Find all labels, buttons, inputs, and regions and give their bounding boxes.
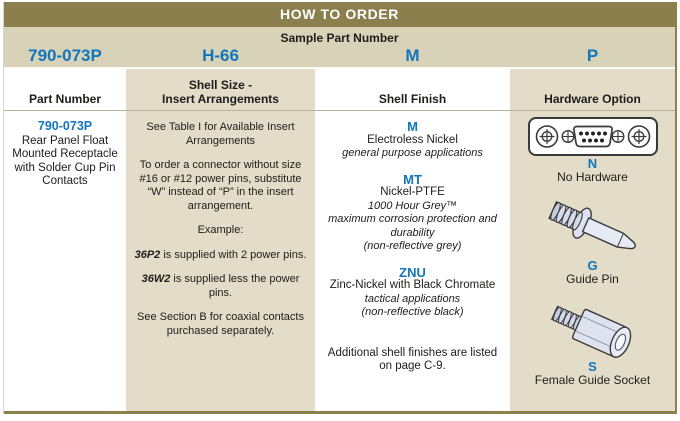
example-36w2-code: 36W2 (141, 273, 171, 285)
how-to-order-table: HOW TO ORDER Sample Part Number 790-073P… (3, 2, 677, 414)
example-36p2: 36P2 is supplied with 2 power pins. (132, 249, 309, 263)
example-36w2-text: is supplied less the power pins. (170, 273, 300, 299)
shell-finish-cell: M Electroless Nickel general purpose app… (315, 111, 510, 411)
hardware-name: Guide Pin (566, 271, 619, 286)
sample-value-shell-size: H-66 (202, 46, 239, 65)
column-header-row: Part Number Shell Size - Insert Arrangem… (4, 67, 675, 111)
finish-name: Zinc-Nickel with Black Chromate (329, 279, 496, 291)
finish-name: Nickel-PTFE (380, 186, 445, 198)
column-header-label: Part Number (28, 92, 102, 106)
shell-finish-option-mt: MT Nickel-PTFE 1000 Hour Grey™ maximum c… (321, 171, 504, 254)
shell-finish-option-m: M Electroless Nickel general purpose app… (321, 120, 504, 161)
column-header-shell-finish: Shell Finish (315, 69, 510, 110)
finish-detail: (non-reflective grey) (363, 240, 462, 252)
sample-value-shell-finish: M (405, 46, 420, 65)
table-bottom-border (4, 411, 675, 414)
female-guide-socket-icon (543, 300, 643, 360)
column-header-shell-size: Shell Size - Insert Arrangements (126, 69, 315, 110)
hardware-name: No Hardware (557, 169, 628, 184)
hardware-option-g: G Guide Pin (516, 197, 669, 286)
coaxial-contacts-note: See Section B for coaxial contacts purch… (137, 311, 304, 337)
hardware-name: Female Guide Socket (534, 372, 651, 387)
column-header-label: Insert Arrangements (162, 92, 279, 106)
hardware-option-s: S Female Guide Socket (516, 300, 669, 387)
example-36w2: 36W2 is supplied less the power pins. (132, 273, 309, 300)
hardware-option-cell: N No Hardware (510, 111, 675, 411)
hardware-code: G (587, 258, 598, 273)
table-title: HOW TO ORDER (4, 2, 675, 27)
finish-detail: maximum corrosion protection and durabil… (328, 213, 497, 239)
finish-code: ZNU (399, 264, 426, 280)
example-36p2-text: is supplied with 2 power pins. (160, 248, 307, 261)
sample-values-row: 790-073P H-66 M P (4, 45, 675, 67)
finish-code: M (407, 119, 418, 134)
table-body-row: 790-073P Rear Panel Float Mounted Recept… (4, 111, 675, 411)
part-number-code: 790-073P (37, 119, 93, 133)
sample-part-number-band: Sample Part Number 790-073P H-66 M P (4, 27, 675, 67)
finish-detail: tactical applications (364, 292, 461, 305)
column-header-part-number: Part Number (4, 69, 126, 110)
sample-value-part-number: 790-073P (28, 46, 102, 65)
guide-pin-icon (537, 197, 649, 259)
finish-name: Electroless Nickel (367, 133, 458, 146)
hardware-code: N (587, 156, 598, 171)
finish-code: MT (403, 171, 422, 187)
finish-detail: 1000 Hour Grey™ (367, 199, 458, 212)
part-number-cell: 790-073P Rear Panel Float Mounted Recept… (4, 111, 126, 411)
hardware-option-n: N No Hardware (516, 116, 669, 184)
column-header-label: Shell Size - (188, 78, 253, 92)
finish-detail: general purpose applications (342, 147, 483, 159)
finish-detail: (non-reflective black) (361, 306, 464, 318)
shell-finish-option-znu: ZNU Zinc-Nickel with Black Chromate tact… (321, 264, 504, 320)
column-header-label: Hardware Option (544, 92, 641, 106)
sample-band-label: Sample Part Number (280, 31, 399, 45)
column-header-hardware-option: Hardware Option (510, 69, 675, 110)
sample-value-hardware: P (586, 46, 599, 65)
column-header-label: Shell Finish (378, 92, 447, 106)
additional-finishes-note: Additional shell finishes are listed on … (327, 346, 498, 373)
insert-arrangements-note: See Table I for Available Insert Arrange… (146, 121, 295, 147)
hardware-code: S (588, 359, 597, 374)
example-36p2-code: 36P2 (134, 248, 161, 261)
power-pins-substitute-note: To order a connector without size #16 or… (139, 159, 302, 212)
shell-size-cell: See Table I for Available Insert Arrange… (126, 111, 315, 411)
part-number-description: Rear Panel Float Mounted Receptacle with… (12, 134, 118, 188)
example-label: Example: (197, 224, 244, 236)
dsub-connector-face-icon (527, 116, 659, 157)
